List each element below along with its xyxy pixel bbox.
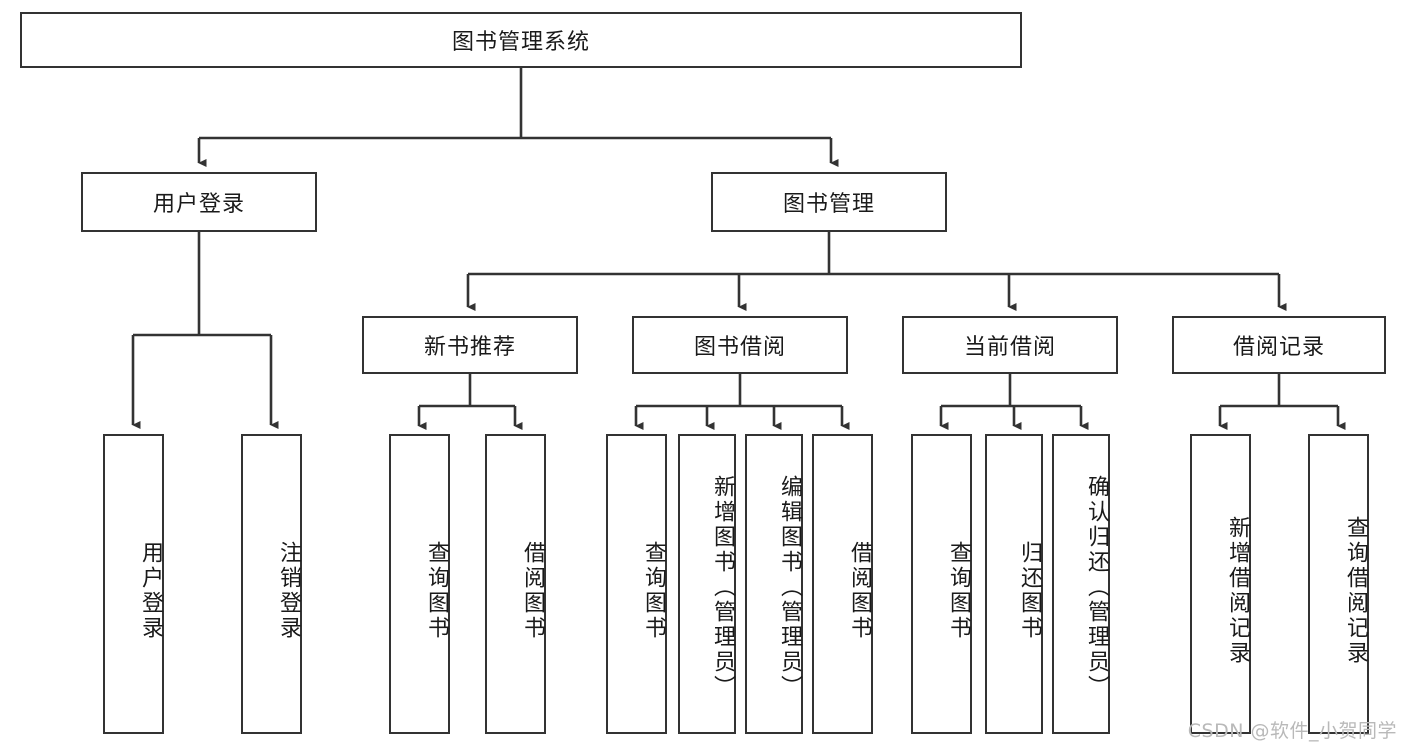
node-leaf-query-borrow-record-label: 查询借阅记录 bbox=[1343, 516, 1368, 666]
node-leaf-query-book-borrow[interactable]: 查询图书 bbox=[606, 434, 667, 734]
node-leaf-return-book[interactable]: 归还图书 bbox=[985, 434, 1043, 734]
node-leaf-borrow-book-rec[interactable]: 借阅图书 bbox=[485, 434, 546, 734]
node-book-manage[interactable]: 图书管理 bbox=[711, 172, 947, 232]
node-root-label: 图书管理系统 bbox=[451, 30, 590, 55]
node-new-book-rec-label: 新书推荐 bbox=[423, 335, 516, 360]
node-root[interactable]: 图书管理系统 bbox=[20, 12, 1022, 68]
node-leaf-user-login[interactable]: 用户登录 bbox=[103, 434, 164, 734]
node-leaf-borrow-book[interactable]: 借阅图书 bbox=[812, 434, 873, 734]
node-leaf-borrow-book-label: 借阅图书 bbox=[847, 541, 872, 641]
node-leaf-borrow-book-rec-label: 借阅图书 bbox=[520, 541, 545, 641]
node-user-login[interactable]: 用户登录 bbox=[81, 172, 317, 232]
csdn-watermark: CSDN @软件_小贺同学 bbox=[1187, 720, 1397, 742]
node-leaf-query-book-rec[interactable]: 查询图书 bbox=[389, 434, 450, 734]
node-leaf-user-login-label: 用户登录 bbox=[138, 541, 163, 641]
node-current-borrow-label: 当前借阅 bbox=[963, 335, 1056, 360]
node-leaf-return-book-label: 归还图书 bbox=[1017, 541, 1042, 641]
node-leaf-edit-book-label: 编辑图书（管理员） bbox=[777, 474, 802, 700]
node-book-borrow-label: 图书借阅 bbox=[693, 335, 786, 360]
node-leaf-confirm-return[interactable]: 确认归还（管理员） bbox=[1052, 434, 1110, 734]
node-leaf-add-borrow-record[interactable]: 新增借阅记录 bbox=[1190, 434, 1251, 734]
node-book-borrow[interactable]: 图书借阅 bbox=[632, 316, 848, 374]
node-leaf-query-borrow-record[interactable]: 查询借阅记录 bbox=[1308, 434, 1369, 734]
node-leaf-query-book-cur[interactable]: 查询图书 bbox=[911, 434, 972, 734]
node-leaf-add-borrow-record-label: 新增借阅记录 bbox=[1225, 516, 1250, 666]
node-borrow-record-label: 借阅记录 bbox=[1232, 335, 1325, 360]
node-user-login-label: 用户登录 bbox=[152, 192, 245, 217]
node-leaf-query-book-cur-label: 查询图书 bbox=[946, 541, 971, 641]
node-book-manage-label: 图书管理 bbox=[782, 192, 875, 217]
node-leaf-user-logout-label: 注销登录 bbox=[276, 541, 301, 641]
node-current-borrow[interactable]: 当前借阅 bbox=[902, 316, 1118, 374]
node-leaf-edit-book[interactable]: 编辑图书（管理员） bbox=[745, 434, 803, 734]
node-leaf-confirm-return-label: 确认归还（管理员） bbox=[1084, 474, 1109, 700]
node-leaf-user-logout[interactable]: 注销登录 bbox=[241, 434, 302, 734]
node-leaf-add-book[interactable]: 新增图书（管理员） bbox=[678, 434, 736, 734]
node-leaf-query-book-borrow-label: 查询图书 bbox=[641, 541, 666, 641]
node-leaf-query-book-rec-label: 查询图书 bbox=[424, 541, 449, 641]
node-leaf-add-book-label: 新增图书（管理员） bbox=[710, 474, 735, 700]
node-new-book-rec[interactable]: 新书推荐 bbox=[362, 316, 578, 374]
node-borrow-record[interactable]: 借阅记录 bbox=[1172, 316, 1386, 374]
